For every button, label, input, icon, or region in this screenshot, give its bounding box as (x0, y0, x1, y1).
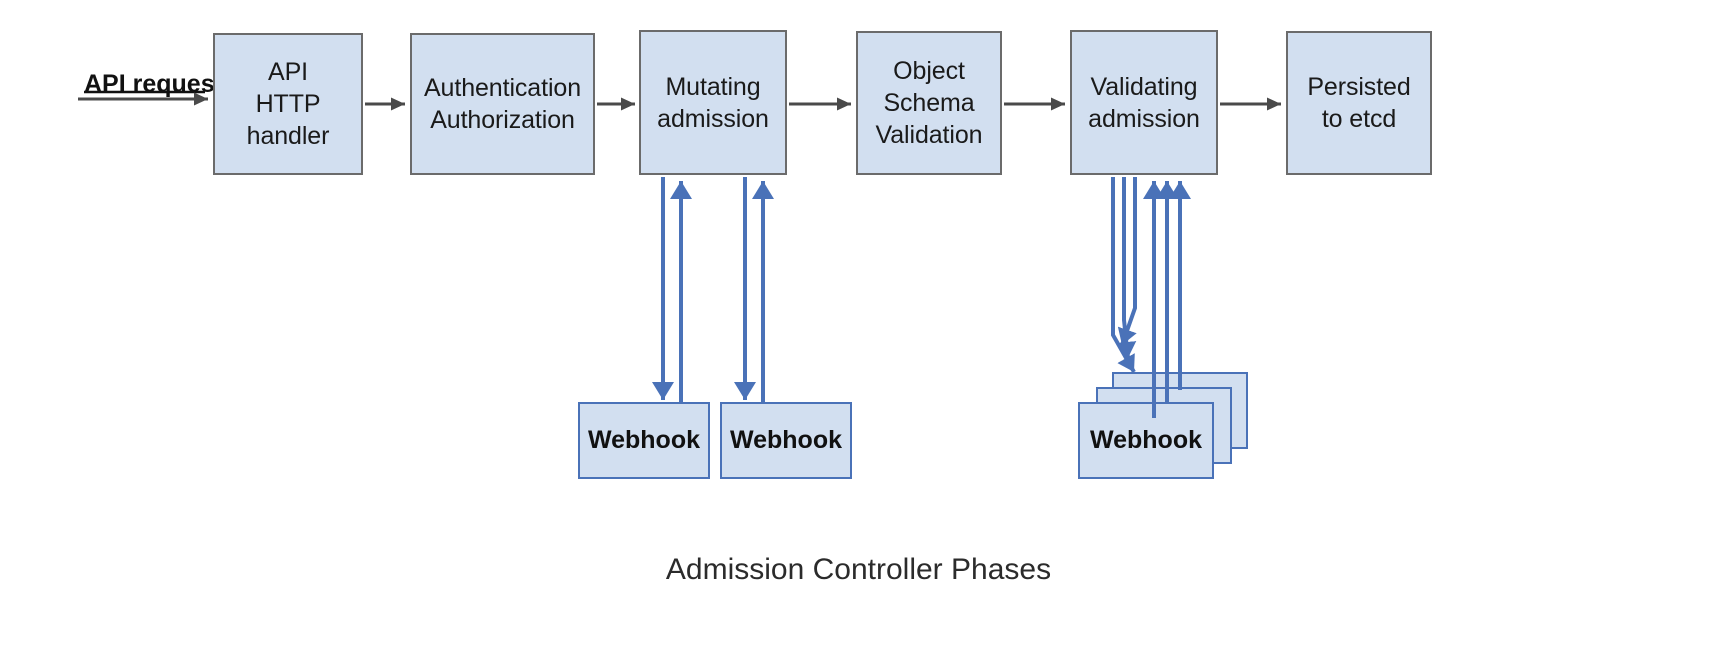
node-label-line: Authentication (423, 74, 582, 102)
node-mutating-admission[interactable]: Mutating admission (639, 30, 787, 175)
validating-down-1 (1111, 177, 1136, 373)
node-label: Validating admission (1072, 71, 1216, 135)
node-label-line: Schema (883, 89, 975, 117)
node-label-line: admission (657, 104, 769, 133)
node-label: API HTTP handler (215, 56, 361, 152)
node-label-line: Object (893, 57, 965, 85)
node-persisted-to-etcd[interactable]: Persisted to etcd (1286, 31, 1432, 175)
node-label-line: Persisted (1307, 73, 1411, 101)
node-label-line: handler (246, 122, 330, 150)
api-request-label: API request (84, 70, 223, 98)
node-label-line: Validating (1090, 72, 1198, 101)
node-mutating-webhook-1[interactable]: Webhook (578, 402, 710, 479)
node-label-line: API (268, 58, 308, 86)
diagram-caption: Admission Controller Phases (665, 553, 1052, 586)
node-label: Mutating admission (641, 71, 785, 135)
node-api-http-handler[interactable]: API HTTP handler (213, 33, 363, 175)
node-label-line: to etcd (1321, 105, 1397, 133)
node-mutating-webhook-2[interactable]: Webhook (720, 402, 852, 479)
node-label: Persisted to etcd (1288, 71, 1430, 135)
node-label-line: HTTP (255, 90, 321, 118)
webhook-label: Webhook (1089, 426, 1203, 454)
node-label-line: admission (1088, 104, 1200, 133)
validating-down-2 (1116, 177, 1137, 359)
node-label-line: Mutating (665, 72, 761, 101)
node-validating-admission[interactable]: Validating admission (1070, 30, 1218, 175)
webhook-label: Webhook (729, 426, 843, 454)
node-label-line: Validation (875, 121, 983, 149)
validating-down-3 (1117, 177, 1137, 346)
node-validating-webhook[interactable]: Webhook (1078, 402, 1214, 479)
webhook-label: Webhook (587, 426, 701, 454)
node-label-line: Authorization (430, 106, 575, 134)
